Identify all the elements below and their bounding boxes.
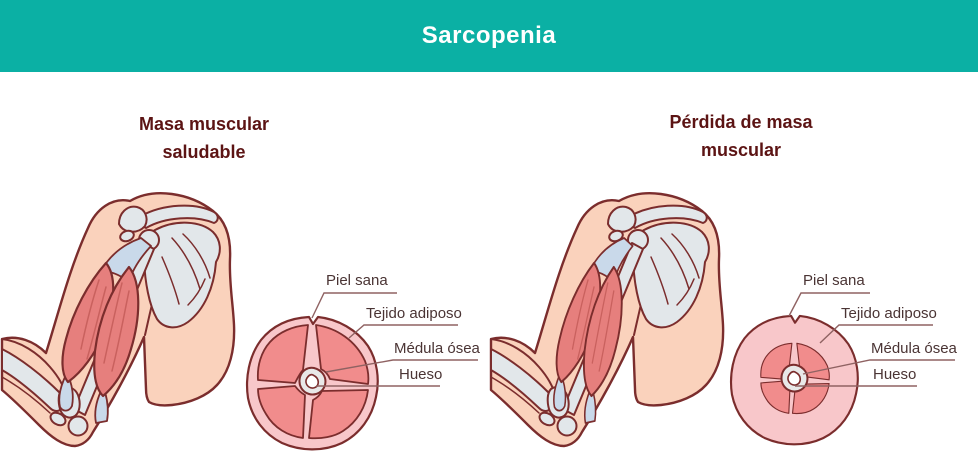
heading-healthy: Masa muscular saludable — [138, 114, 270, 162]
cross-section-muscle-loss — [729, 314, 859, 446]
label-medula-osea-right: Médula ósea — [871, 340, 957, 357]
heading-muscle-loss: Pérdida de masa muscular — [669, 112, 813, 160]
label-tejido-adiposo-left: Tejido adiposo — [366, 305, 462, 322]
arm-illustration-healthy — [0, 192, 236, 448]
label-hueso-left: Hueso — [399, 366, 443, 383]
label-piel-sana-left: Piel sana — [326, 272, 388, 289]
label-hueso-right: Hueso — [873, 366, 917, 383]
label-tejido-adiposo-right: Tejido adiposo — [841, 305, 937, 322]
arm-illustration-muscle-loss — [489, 192, 725, 448]
header-band: Sarcopenia — [0, 0, 978, 72]
page-title: Sarcopenia — [421, 22, 557, 49]
pointer-lines-healthy — [311, 292, 478, 387]
cross-section-healthy — [245, 315, 379, 451]
pointer-lines-muscle-loss — [788, 292, 955, 387]
label-medula-osea-left: Médula ósea — [394, 340, 480, 357]
label-piel-sana-right: Piel sana — [803, 272, 865, 289]
